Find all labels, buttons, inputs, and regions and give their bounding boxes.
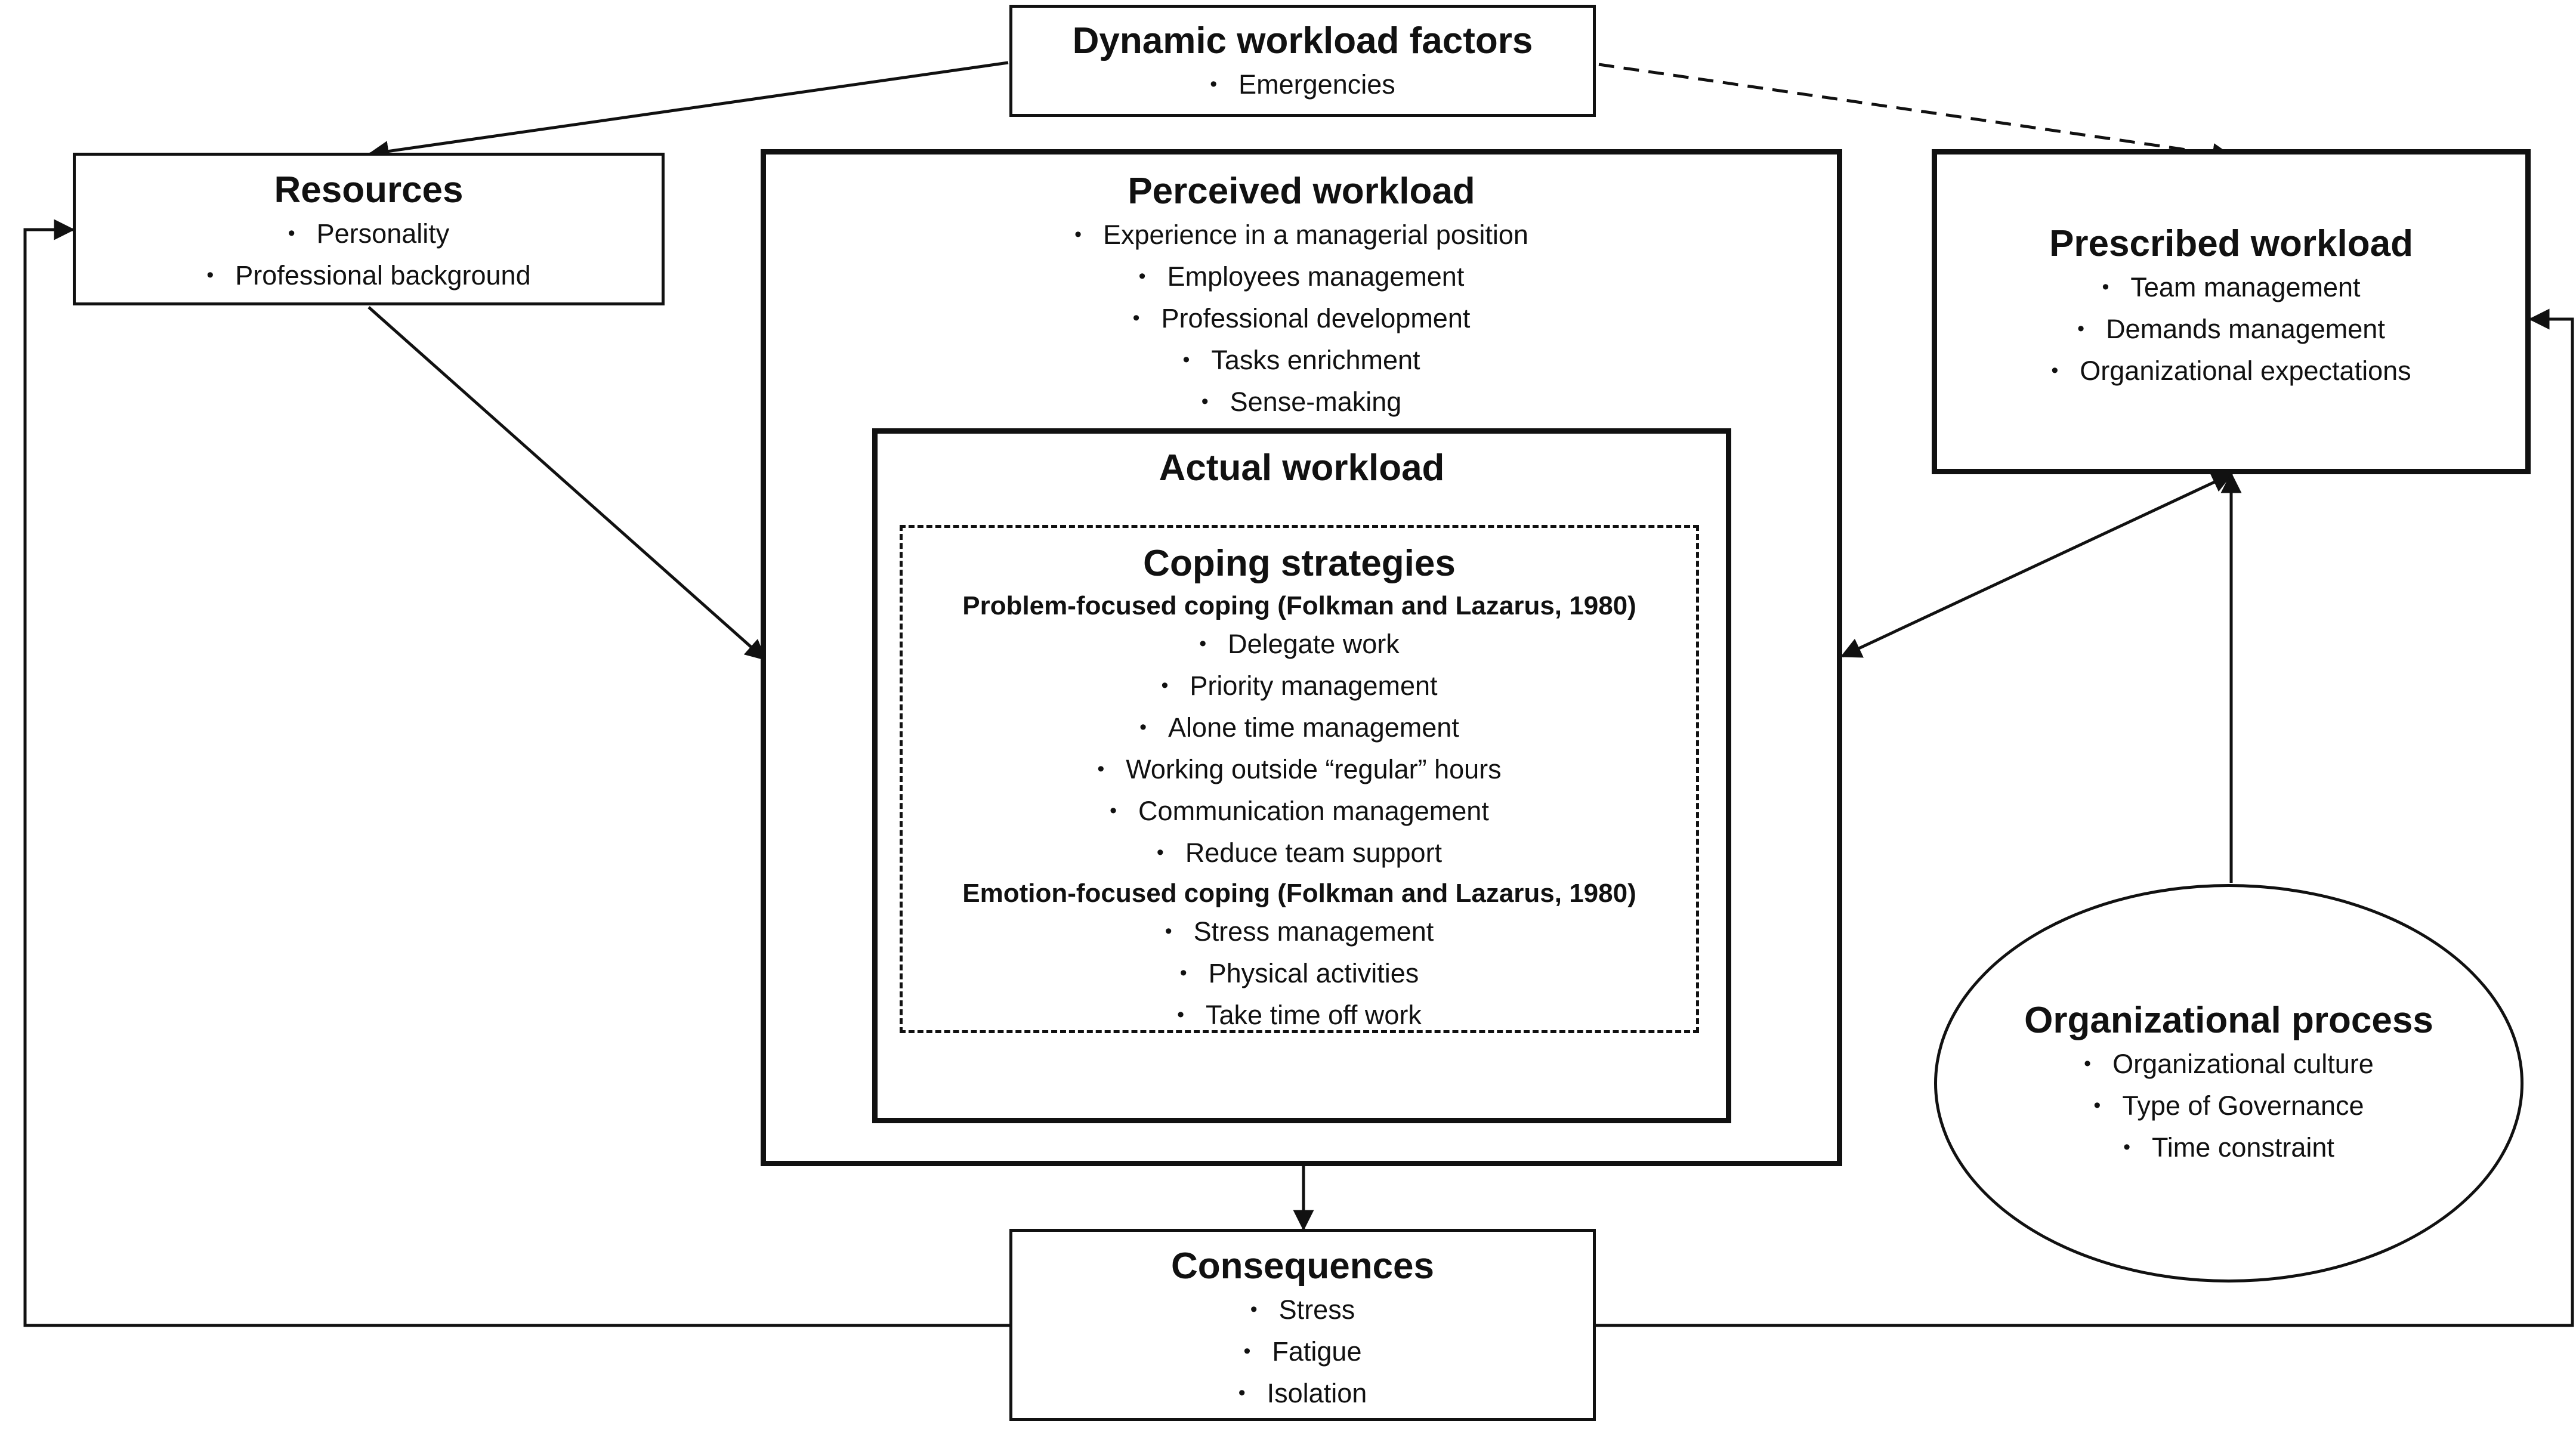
emotion-focused-heading: Emotion-focused coping (Folkman and Laza…: [962, 879, 1636, 908]
list-item: Team management: [2051, 268, 2411, 310]
list-item: Tasks enrichment: [1074, 341, 1528, 382]
problem-focused-heading: Problem-focused coping (Folkman and Laza…: [962, 591, 1636, 620]
resources-box: Resources Personality Professional backg…: [73, 153, 665, 305]
consequences-title: Consequences: [1170, 1246, 1435, 1287]
coping-strategies-title: Coping strategies: [1143, 543, 1456, 584]
list-item: Experience in a managerial position: [1074, 215, 1528, 257]
organizational-items: Organizational culture Type of Governanc…: [2084, 1044, 2374, 1170]
list-item: Personality: [206, 214, 530, 256]
perceived-items: Experience in a managerial position Empl…: [1074, 215, 1528, 424]
coping-strategies-box: Coping strategies Problem-focused coping…: [900, 525, 1699, 1033]
list-item: Isolation: [1238, 1374, 1367, 1416]
dynamic-workload-factors-box: Dynamic workload factors Emergencies: [1009, 5, 1596, 117]
arrow-resources-to-perceived: [367, 306, 767, 661]
prescribed-workload-title: Prescribed workload: [2049, 223, 2413, 264]
list-item: Stress management: [1165, 912, 1434, 954]
list-item: Fatigue: [1238, 1332, 1367, 1374]
list-item: Stress: [1238, 1290, 1367, 1332]
arrow-prescribed-perceived: [1840, 472, 2234, 658]
arrow-consequences-to-prescribed: [1596, 308, 2574, 1327]
list-item: Time constraint: [2084, 1128, 2374, 1170]
resources-title: Resources: [274, 169, 464, 211]
dynamic-workload-factors-title: Dynamic workload factors: [1072, 20, 1533, 61]
list-item: Organizational expectations: [2051, 351, 2411, 393]
prescribed-items: Team management Demands management Organ…: [2051, 268, 2411, 393]
perceived-workload-title: Perceived workload: [1128, 171, 1475, 212]
arrow-dynamic-to-resources: [367, 61, 1009, 162]
list-item: Sense-making: [1074, 382, 1528, 424]
list-item: Take time off work: [1165, 996, 1434, 1037]
organizational-process-ellipse: Organizational process Organizational cu…: [1934, 884, 2524, 1283]
list-item: Delegate work: [1097, 625, 1501, 666]
list-item: Communication management: [1097, 792, 1501, 833]
list-item: Organizational culture: [2084, 1044, 2374, 1086]
consequences-box: Consequences Stress Fatigue Isolation: [1009, 1229, 1596, 1421]
list-item: Professional development: [1074, 299, 1528, 341]
list-item: Professional background: [206, 256, 530, 298]
list-item: Working outside “regular” hours: [1097, 750, 1501, 792]
arrow-consequences-to-resources: [23, 219, 1009, 1327]
list-item: Demands management: [2051, 310, 2411, 351]
resources-items: Personality Professional background: [206, 214, 530, 298]
prescribed-workload-box: Prescribed workload Team management Dema…: [1932, 149, 2531, 474]
problem-focused-items: Delegate work Priority management Alone …: [1097, 625, 1501, 875]
list-item: Emergencies: [1210, 65, 1395, 107]
arrow-dynamic-to-prescribed: [1598, 63, 2234, 164]
actual-workload-title: Actual workload: [1159, 447, 1445, 489]
list-item: Type of Governance: [2084, 1086, 2374, 1128]
list-item: Alone time management: [1097, 708, 1501, 750]
list-item: Reduce team support: [1097, 833, 1501, 875]
emotion-focused-items: Stress management Physical activities Ta…: [1165, 912, 1434, 1037]
consequences-items: Stress Fatigue Isolation: [1238, 1290, 1367, 1416]
organizational-process-title: Organizational process: [2024, 1000, 2433, 1041]
list-item: Physical activities: [1165, 954, 1434, 996]
dynamic-items: Emergencies: [1210, 65, 1395, 107]
list-item: Priority management: [1097, 666, 1501, 708]
list-item: Employees management: [1074, 257, 1528, 299]
